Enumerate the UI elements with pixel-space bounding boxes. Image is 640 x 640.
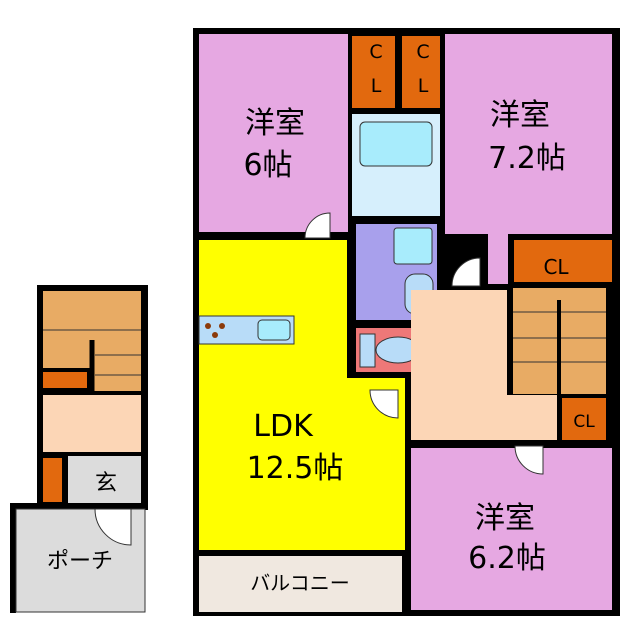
porch-label: ポーチ xyxy=(47,549,113,574)
entrance-label: 玄 xyxy=(95,471,117,496)
door-icon xyxy=(514,445,544,475)
balcony-label: バルコニー xyxy=(250,571,350,595)
room-western-7-2 xyxy=(445,34,612,234)
bathtub-icon xyxy=(359,121,433,167)
balcony xyxy=(199,556,402,612)
door-icon xyxy=(304,212,331,239)
stove-icon xyxy=(205,323,211,329)
svg-text:L: L xyxy=(418,75,429,97)
svg-text:C: C xyxy=(416,41,429,63)
room-label: 洋室 xyxy=(475,501,535,536)
room-western-6-2 xyxy=(411,448,612,610)
room-label: 洋室 xyxy=(490,98,550,133)
svg-text:CL: CL xyxy=(573,412,595,432)
hallway xyxy=(411,290,507,440)
svg-text:C: C xyxy=(369,41,382,63)
room-size: 6.2帖 xyxy=(468,541,546,576)
kitchen-sink-icon xyxy=(257,319,291,341)
door-icon xyxy=(451,257,481,287)
door-icon xyxy=(94,508,132,546)
closet-4 xyxy=(562,398,606,440)
room-size: 6帖 xyxy=(243,148,292,183)
room-size: 12.5帖 xyxy=(247,451,344,486)
svg-text:L: L xyxy=(371,75,382,97)
room-size: 7.2帖 xyxy=(488,141,566,176)
closet-left xyxy=(43,372,87,388)
door-icon xyxy=(369,389,399,419)
washing-machine-icon xyxy=(393,227,433,265)
entrance xyxy=(68,456,141,504)
room-western-6 xyxy=(199,34,348,232)
room-label: LDK xyxy=(253,409,314,444)
closet-2 xyxy=(402,36,440,108)
closet-3 xyxy=(514,240,612,282)
svg-text:CL: CL xyxy=(543,255,569,279)
entrance-hall xyxy=(43,395,141,452)
room-label: 洋室 xyxy=(245,106,305,141)
closet-1 xyxy=(352,36,395,108)
shoe-closet xyxy=(43,458,62,502)
room-ldk xyxy=(199,240,347,550)
